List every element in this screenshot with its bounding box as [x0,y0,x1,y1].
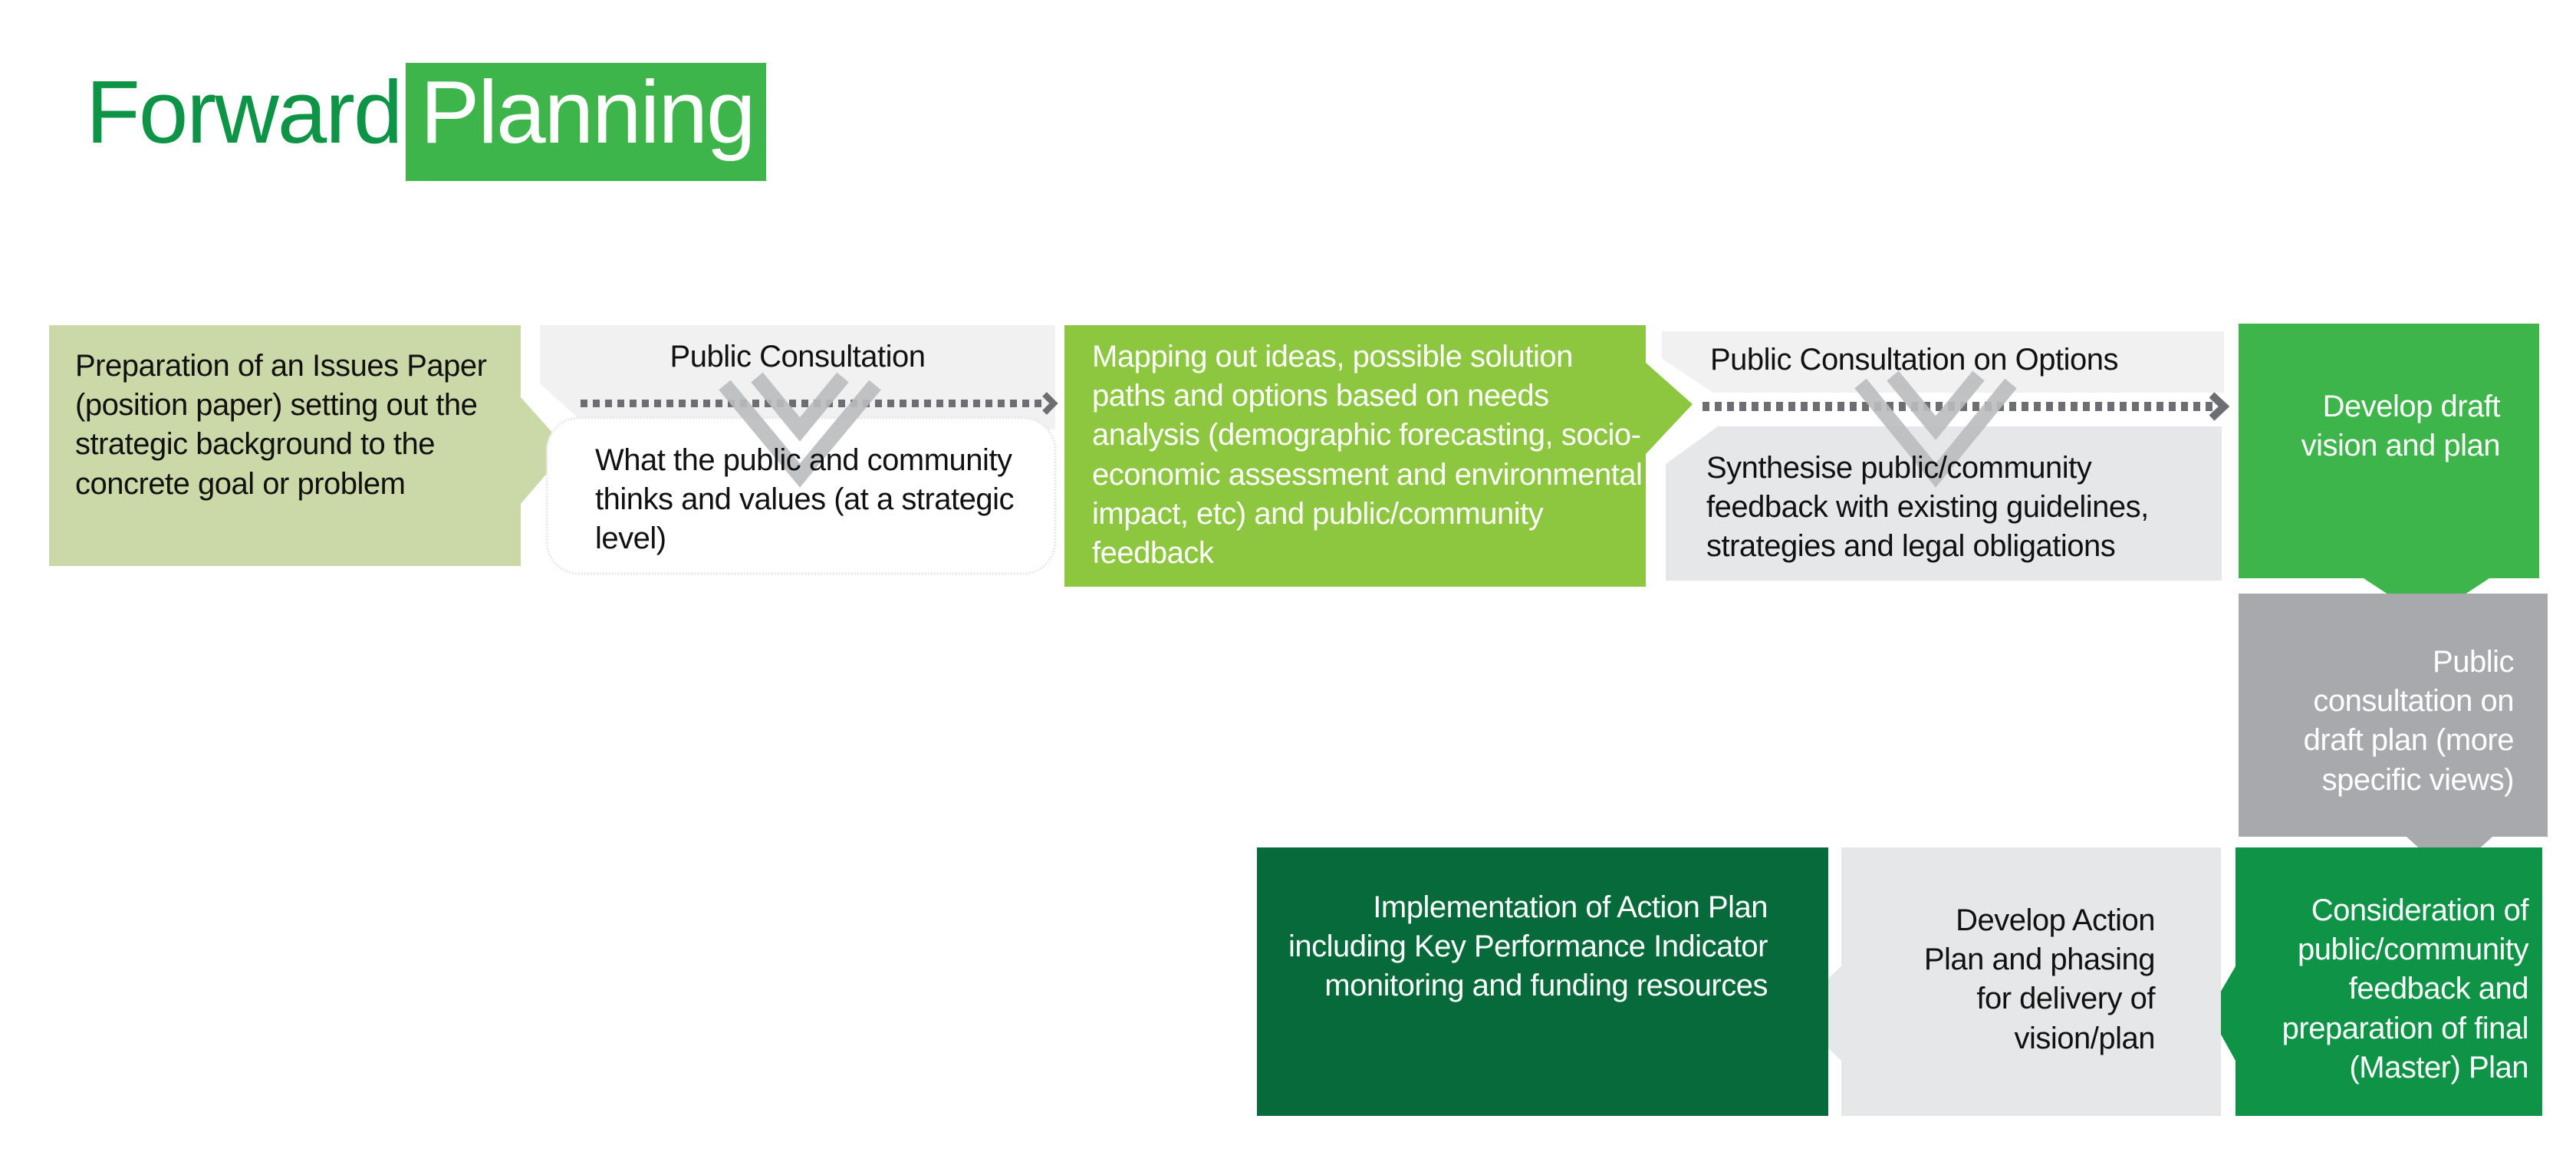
title-highlight-box [406,63,766,181]
step-implementation-box [1257,847,1828,1116]
consultation2-heading: Public Consultation on Options [1710,343,2119,377]
step-final-plan-text: Consideration of public/community feedba… [2282,893,2529,1084]
double-chevron-down-icon [719,372,881,488]
double-chevron-down-icon [1854,370,2017,488]
step-action-plan-text: Develop Action Plan and phasing for deli… [1923,903,2156,1055]
step-final-plan-box [2209,847,2542,1116]
dotted-arrow-right-icon [1703,392,2230,421]
consultation1-body-text: What the public and community thinks and… [595,443,1015,556]
title-forward: Forward [86,62,403,162]
step-action-plan-box [1791,847,2221,1116]
step-issues-paper-box [49,325,568,566]
title-planning: Planning [420,62,755,162]
step-draft-vision-text: Develop draft vision and plan [2301,390,2501,463]
step-mapping-text: Mapping out ideas, possible solution pat… [1092,340,1643,570]
consultation2-body-text: Synthesise public/community feedback wit… [1706,451,2149,564]
consultation2-body-box [1666,426,2222,581]
step-draft-vision-box [2239,324,2539,620]
consultation1-heading: Public Consultation [669,340,926,373]
step-consult-draft-box [2239,594,2548,876]
step-consult-draft-text: Public consultation on draft plan (more … [2303,645,2515,797]
step-implementation-text: Implementation of Action Plan including … [1288,890,1768,1003]
dotted-arrow-right-icon [581,392,1058,415]
step-issues-paper-text: Preparation of an Issues Paper (position… [75,349,487,501]
consultation2-header-box [1662,331,2224,393]
step-mapping-box [1064,325,1693,587]
